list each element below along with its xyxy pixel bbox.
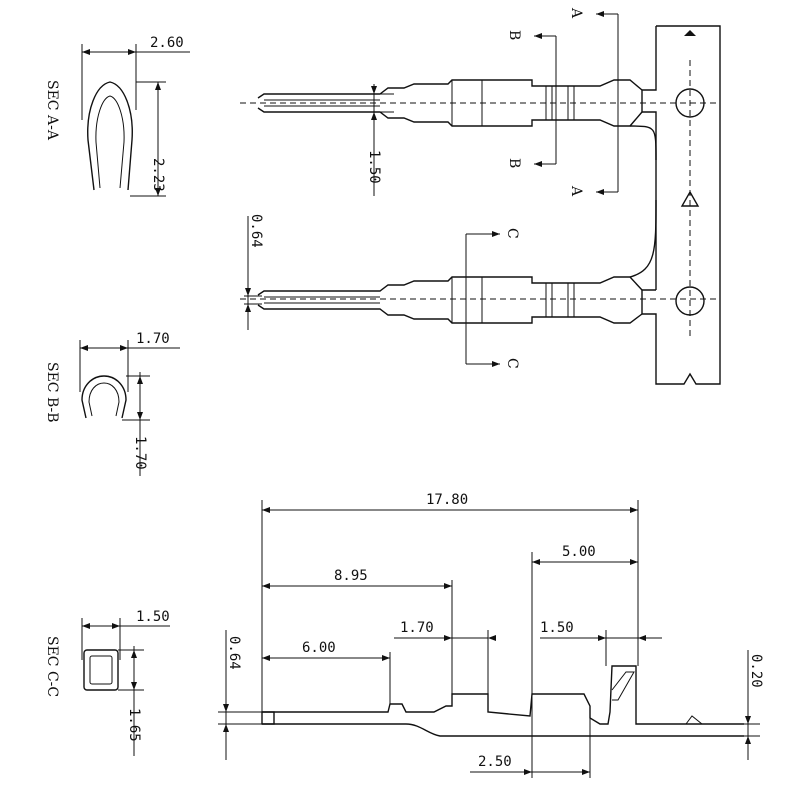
section-aa-label: SEC A-A	[44, 80, 60, 141]
dim-thickness: 0.64	[226, 636, 242, 670]
cut-c-bottom: C	[504, 358, 520, 369]
dim-overall-length: 17.80	[426, 492, 468, 508]
cut-b-bottom: B	[506, 158, 522, 168]
dim-crimp-length: 5.00	[562, 544, 596, 560]
section-bb-profile	[81, 375, 127, 419]
section-aa-width: 2.60	[150, 35, 184, 51]
section-cc-profile	[83, 649, 119, 691]
section-cc: SEC C-C 1.50 1.65	[44, 609, 170, 756]
dim-wire-barrel: 1.50	[540, 620, 574, 636]
dim-carrier-thickness: 0.20	[748, 654, 764, 688]
terminal-upper	[257, 79, 643, 127]
side-profile	[262, 665, 744, 725]
section-bb-height: 1.70	[132, 436, 148, 470]
cut-a-bottom: A	[568, 185, 584, 197]
dim-carrier-width: 2.50	[478, 754, 512, 770]
section-bb: SEC B-B 1.70 1.70	[44, 331, 180, 476]
dim-pin-width: 1.50	[366, 150, 382, 184]
dim-insulation-barrel: 1.70	[400, 620, 434, 636]
section-aa-height: 2.23	[150, 158, 166, 192]
cut-a-top: A	[568, 7, 584, 19]
terminal-lower	[257, 276, 643, 324]
section-cc-width: 1.50	[136, 609, 170, 625]
section-bb-label: SEC B-B	[44, 362, 60, 423]
dim-length-to-insulation: 8.95	[334, 568, 368, 584]
side-view: 17.80 8.95 6.00 1.70 5.00 1.50	[218, 492, 764, 778]
section-cc-height: 1.65	[126, 708, 142, 742]
dim-contact-length: 6.00	[302, 640, 336, 656]
cut-c-top: C	[504, 228, 520, 239]
section-bb-width: 1.70	[136, 331, 170, 347]
section-aa-profile	[87, 81, 133, 191]
top-view: A A B B C C 1.50 0.64	[240, 7, 721, 385]
cut-b-top: B	[506, 30, 522, 40]
section-cc-label: SEC C-C	[44, 636, 60, 697]
carrier-strip	[641, 25, 721, 385]
section-aa: SEC A-A 2.60 2.23	[44, 35, 190, 197]
dim-pin-thickness: 0.64	[248, 214, 264, 248]
